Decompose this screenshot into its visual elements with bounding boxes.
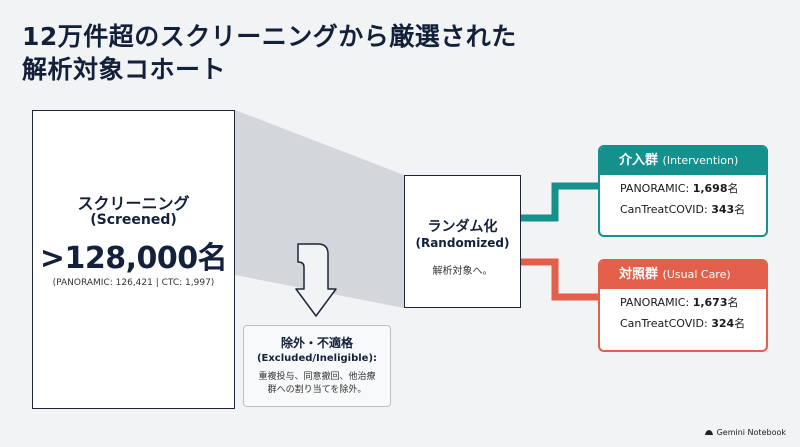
exclusion-arrow bbox=[295, 243, 337, 317]
intervention-label-en: (Intervention) bbox=[662, 154, 739, 167]
excluded-label-ja: 除外・不適格 bbox=[280, 336, 353, 350]
row-study-name: CanTreatCOVID: bbox=[620, 203, 708, 216]
row-unit: 名 bbox=[727, 296, 739, 309]
usual-care-label-ja: 対照群 bbox=[619, 267, 659, 282]
usual-care-header: 対照群 (Usual Care) bbox=[600, 261, 766, 289]
row-count: 343 bbox=[711, 203, 735, 216]
title-line-1: 12万件超のスクリーニングから厳選された bbox=[22, 22, 517, 51]
brand-watermark: Gemini Notebook bbox=[704, 428, 786, 437]
usual-care-label-en: (Usual Care) bbox=[662, 268, 731, 281]
row-unit: 名 bbox=[734, 317, 746, 330]
intervention-row-panoramic: PANORAMIC: 1,698名 bbox=[600, 180, 766, 196]
row-count: 1,673 bbox=[692, 296, 728, 309]
usual-care-row-panoramic: PANORAMIC: 1,673名 bbox=[600, 294, 766, 310]
intervention-connector bbox=[521, 182, 598, 222]
excluded-note: 重複投与、同意撤回、他治療 群への割り当てを除外。 bbox=[244, 371, 390, 397]
intervention-row-cantreatcovid: CanTreatCOVID: 343名 bbox=[600, 201, 766, 217]
excluded-note-line-2: 群への割り当てを除外。 bbox=[267, 385, 367, 395]
screened-label-en: (Screened) bbox=[90, 212, 177, 228]
screened-label-ja: スクリーニング bbox=[77, 194, 190, 213]
usual-care-connector bbox=[521, 258, 598, 301]
excluded-label-en: (Excluded/Ineligible): bbox=[256, 353, 378, 364]
excluded-note-line-1: 重複投与、同意撤回、他治療 bbox=[258, 372, 376, 382]
page-title: 12万件超のスクリーニングから厳選された 解析対象コホート bbox=[22, 20, 517, 86]
screened-breakdown: (PANORAMIC: 126,421 | CTC: 1,997) bbox=[52, 278, 215, 288]
usual-care-arm-box: 対照群 (Usual Care) PANORAMIC: 1,673名 CanTr… bbox=[598, 259, 768, 352]
randomized-box: ランダム化 (Randomized) 解析対象へ。 bbox=[404, 175, 521, 308]
screened-count: >128,000名 bbox=[39, 241, 228, 276]
row-unit: 名 bbox=[734, 203, 746, 216]
row-study-name: PANORAMIC: bbox=[620, 182, 690, 195]
randomized-note: 解析対象へ。 bbox=[432, 266, 493, 277]
intervention-arm-box: 介入群 (Intervention) PANORAMIC: 1,698名 Can… bbox=[598, 145, 768, 237]
randomized-label-ja: ランダム化 bbox=[427, 219, 498, 235]
usual-care-row-cantreatcovid: CanTreatCOVID: 324名 bbox=[600, 315, 766, 331]
gemini-logo-icon bbox=[704, 430, 713, 435]
intervention-header: 介入群 (Intervention) bbox=[600, 147, 766, 175]
brand-label: Gemini Notebook bbox=[716, 428, 786, 437]
funnel-shape bbox=[235, 110, 404, 308]
title-line-2: 解析対象コホート bbox=[22, 55, 227, 84]
row-count: 1,698 bbox=[692, 182, 728, 195]
row-count: 324 bbox=[711, 317, 735, 330]
row-study-name: PANORAMIC: bbox=[620, 296, 690, 309]
screened-box: スクリーニング (Screened) >128,000名 (PANORAMIC:… bbox=[32, 110, 235, 409]
row-study-name: CanTreatCOVID: bbox=[620, 317, 708, 330]
intervention-label-ja: 介入群 bbox=[619, 153, 659, 168]
excluded-box: 除外・不適格 (Excluded/Ineligible): 重複投与、同意撤回、… bbox=[243, 325, 391, 407]
randomized-label-en: (Randomized) bbox=[415, 236, 510, 250]
row-unit: 名 bbox=[727, 182, 739, 195]
